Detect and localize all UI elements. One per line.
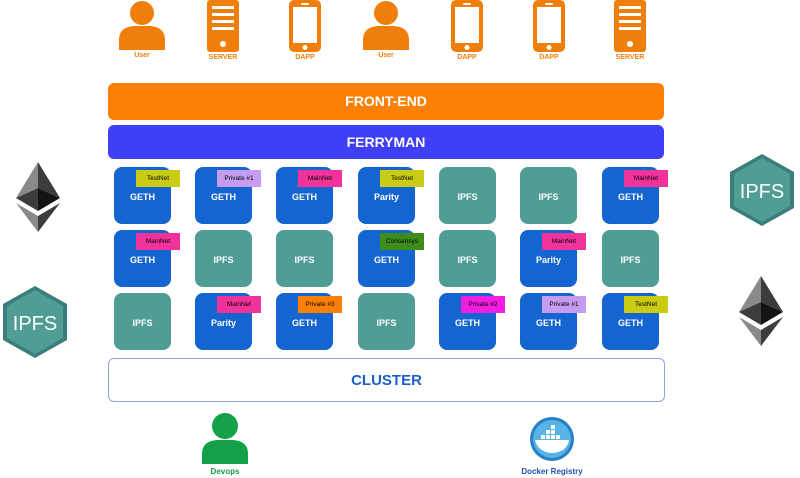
node-label: GETH bbox=[617, 191, 643, 202]
network-tag: TestNet bbox=[624, 296, 668, 313]
node-label: GETH bbox=[373, 254, 399, 265]
phone-icon bbox=[533, 0, 565, 52]
actor-label: User bbox=[134, 52, 150, 59]
docker-icon bbox=[530, 417, 574, 461]
node-label: GETH bbox=[454, 317, 480, 328]
node-label: IPFS bbox=[457, 191, 478, 202]
ipfs-node: IPFS bbox=[439, 230, 496, 287]
ipfs-node: IPFS bbox=[520, 167, 577, 224]
node-label: IPFS bbox=[294, 254, 315, 265]
ipfs-icon: IPFS bbox=[3, 286, 67, 358]
actor-label: DAPP bbox=[457, 54, 477, 61]
network-tag: MainNet bbox=[217, 296, 261, 313]
geth-node: Parity MainNet bbox=[520, 230, 586, 287]
network-tag: Private #2 bbox=[461, 296, 505, 313]
node-label: IPFS bbox=[620, 254, 641, 265]
node-label: GETH bbox=[129, 254, 155, 265]
ipfs-node: IPFS bbox=[439, 167, 496, 224]
ethereum-icon bbox=[739, 276, 783, 346]
actor-label: SERVER bbox=[615, 54, 645, 61]
ferryman-bar: FERRYMAN bbox=[108, 125, 664, 159]
ethereum-logo-right bbox=[739, 276, 783, 351]
geth-node: GETH Private #1 bbox=[520, 293, 586, 350]
geth-node: Parity MainNet bbox=[195, 293, 261, 350]
cluster-label: CLUSTER bbox=[351, 371, 422, 389]
ipfs-logo-text: IPFS bbox=[13, 313, 57, 335]
node-label: IPFS bbox=[538, 191, 559, 202]
geth-node: GETH Private #2 bbox=[439, 293, 505, 350]
top-actor-dapp: DAPP bbox=[432, 0, 502, 61]
user-icon bbox=[202, 413, 248, 464]
cluster-box: CLUSTER bbox=[108, 358, 665, 402]
phone-icon bbox=[451, 0, 483, 52]
node-label: GETH bbox=[291, 317, 317, 328]
ipfs-node: IPFS bbox=[195, 230, 252, 287]
node-label: GETH bbox=[291, 191, 317, 202]
front-end-label: FRONT-END bbox=[345, 93, 427, 109]
ethereum-logo-left bbox=[16, 162, 60, 237]
ipfs-node: IPFS bbox=[602, 230, 659, 287]
node-label: Parity bbox=[210, 317, 236, 328]
devops-label: Devops bbox=[210, 467, 240, 476]
node-label: Parity bbox=[535, 254, 561, 265]
node-label: Parity bbox=[373, 191, 399, 202]
server-icon bbox=[207, 0, 239, 52]
docker-registry-label: Docker Registry bbox=[521, 467, 583, 476]
node-label: IPFS bbox=[132, 317, 153, 328]
server-icon bbox=[614, 0, 646, 52]
ipfs-logo-text: IPFS bbox=[740, 181, 784, 203]
network-tag: MainNet bbox=[298, 170, 342, 187]
front-end-bar: FRONT-END bbox=[108, 83, 664, 120]
phone-icon bbox=[289, 0, 321, 52]
geth-node: GETH TestNet bbox=[602, 293, 668, 350]
actor-label: DAPP bbox=[539, 54, 559, 61]
geth-node: GETH Consensys bbox=[358, 230, 424, 287]
top-actor-user: User bbox=[351, 0, 421, 59]
ipfs-node: IPFS bbox=[358, 293, 415, 350]
network-tag: MainNet bbox=[624, 170, 668, 187]
ipfs-logo-right: IPFS bbox=[730, 154, 794, 231]
ferryman-label: FERRYMAN bbox=[346, 134, 426, 150]
docker-logo bbox=[529, 416, 575, 467]
network-tag: TestNet bbox=[136, 170, 180, 187]
node-label: IPFS bbox=[457, 254, 478, 265]
user-icon bbox=[363, 1, 409, 50]
ipfs-logo-left: IPFS bbox=[3, 286, 67, 363]
ipfs-icon: IPFS bbox=[730, 154, 794, 226]
geth-node: GETH Private #3 bbox=[276, 293, 342, 350]
geth-node: GETH MainNet bbox=[114, 230, 180, 287]
network-tag: MainNet bbox=[136, 233, 180, 250]
geth-node: GETH MainNet bbox=[602, 167, 668, 224]
geth-node: Parity TestNet bbox=[358, 167, 424, 224]
network-tag: Private #1 bbox=[542, 296, 586, 313]
actor-label: DAPP bbox=[295, 54, 315, 61]
node-label: GETH bbox=[129, 191, 155, 202]
ipfs-node: IPFS bbox=[276, 230, 333, 287]
node-label: IPFS bbox=[213, 254, 234, 265]
node-label: GETH bbox=[535, 317, 561, 328]
node-label: GETH bbox=[617, 317, 643, 328]
top-actor-dapp: DAPP bbox=[270, 0, 340, 61]
top-actor-dapp: DAPP bbox=[514, 0, 584, 61]
ipfs-node: IPFS bbox=[114, 293, 171, 350]
top-actor-server: SERVER bbox=[595, 0, 665, 61]
network-tag: Consensys bbox=[380, 233, 424, 250]
node-label: IPFS bbox=[376, 317, 397, 328]
ethereum-icon bbox=[16, 162, 60, 232]
network-tag: Private #1 bbox=[217, 170, 261, 187]
network-tag: Private #3 bbox=[298, 296, 342, 313]
geth-node: GETH Private #1 bbox=[195, 167, 261, 224]
geth-node: GETH MainNet bbox=[276, 167, 342, 224]
top-actor-user: User bbox=[107, 0, 177, 59]
actor-label: User bbox=[378, 52, 394, 59]
node-label: GETH bbox=[210, 191, 236, 202]
user-icon bbox=[119, 1, 165, 50]
geth-node: GETH TestNet bbox=[114, 167, 180, 224]
network-tag: TestNet bbox=[380, 170, 424, 187]
network-tag: MainNet bbox=[542, 233, 586, 250]
devops-actor bbox=[200, 412, 250, 469]
actor-label: SERVER bbox=[208, 54, 238, 61]
top-actor-server: SERVER bbox=[188, 0, 258, 61]
